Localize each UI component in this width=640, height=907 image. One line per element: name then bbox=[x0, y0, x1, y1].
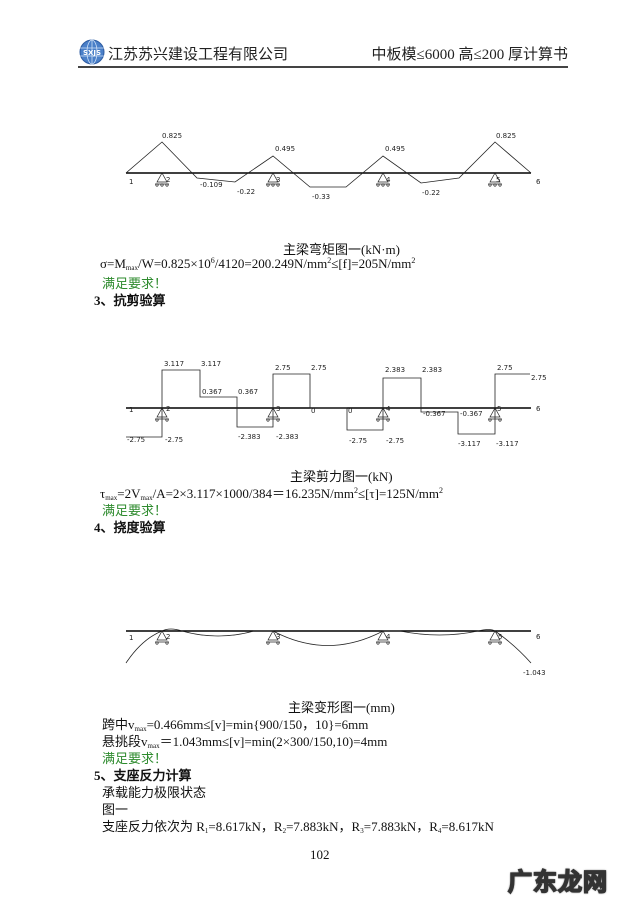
svg-text:6: 6 bbox=[536, 405, 541, 413]
section-heading-deflection: 4、挠度验算 bbox=[94, 520, 166, 535]
svg-text:1: 1 bbox=[129, 406, 133, 414]
moment-caption: 主梁弯矩图一(kN·m) bbox=[283, 242, 400, 257]
support-icon bbox=[155, 407, 502, 422]
svg-text:3.117: 3.117 bbox=[201, 360, 221, 368]
svg-text:0.367: 0.367 bbox=[202, 388, 222, 396]
figure-label: 图一 bbox=[102, 802, 129, 817]
deflection-check-result: 满足要求！ bbox=[102, 751, 168, 766]
company-logo-icon: SXJS bbox=[79, 39, 105, 65]
svg-text:-2.75: -2.75 bbox=[349, 437, 367, 445]
page-number: 102 bbox=[310, 847, 330, 862]
support-icon bbox=[155, 172, 502, 187]
svg-text:-2.75: -2.75 bbox=[127, 436, 145, 444]
svg-text:-3.117: -3.117 bbox=[458, 440, 481, 448]
reaction-values: 支座反力依次为 R1=8.617kN，R2=7.883kN，R3=7.883kN… bbox=[102, 819, 494, 835]
deflection-caption: 主梁变形图一(mm) bbox=[288, 700, 395, 715]
svg-text:-0.33: -0.33 bbox=[312, 193, 330, 201]
deflection-diagram: -1.043 1 2 3 4 5 6 bbox=[125, 628, 546, 677]
svg-text:5: 5 bbox=[497, 405, 501, 413]
svg-text:5: 5 bbox=[498, 633, 502, 641]
svg-text:-2.75: -2.75 bbox=[386, 437, 404, 445]
svg-text:3: 3 bbox=[276, 176, 280, 184]
svg-text:5: 5 bbox=[496, 176, 500, 184]
svg-text:1: 1 bbox=[129, 178, 133, 186]
svg-text:1: 1 bbox=[129, 634, 133, 642]
svg-text:2.383: 2.383 bbox=[385, 366, 405, 374]
shear-formula: τmax=2Vmax/A=2×3.117×1000/384＝16.235N/mm… bbox=[100, 486, 444, 502]
section-heading-reaction: 5、支座反力计算 bbox=[94, 768, 192, 783]
shear-diagram: -2.75 -2.75 3.117 3.117 0.367 0.367 -2.3… bbox=[126, 360, 547, 448]
shear-caption: 主梁剪力图一(kN) bbox=[290, 469, 393, 484]
shear-check-result: 满足要求！ bbox=[102, 503, 168, 518]
svg-text:0.495: 0.495 bbox=[385, 145, 405, 153]
svg-text:0: 0 bbox=[348, 407, 352, 415]
svg-text:3.117: 3.117 bbox=[164, 360, 184, 368]
svg-text:0.825: 0.825 bbox=[162, 132, 182, 140]
svg-text:4: 4 bbox=[386, 633, 391, 641]
svg-text:3: 3 bbox=[276, 405, 280, 413]
page-header: SXJS 江苏苏兴建设工程有限公司 中板模≤6000 高≤200 厚计算书 bbox=[78, 36, 568, 68]
support-icon bbox=[155, 630, 502, 645]
svg-text:6: 6 bbox=[536, 178, 541, 186]
svg-text:-2.383: -2.383 bbox=[238, 433, 261, 441]
svg-text:2: 2 bbox=[166, 176, 170, 184]
svg-text:2.75: 2.75 bbox=[311, 364, 327, 372]
watermark: 广东龙网 bbox=[507, 867, 608, 897]
limit-state-label: 承载能力极限状态 bbox=[102, 785, 207, 800]
moment-formula: σ=Mmax/W=0.825×106/4120=200.249N/mm2≤[f]… bbox=[100, 256, 416, 272]
moment-check-result: 满足要求！ bbox=[102, 276, 168, 291]
svg-text:2: 2 bbox=[166, 405, 170, 413]
svg-text:-0.22: -0.22 bbox=[422, 189, 440, 197]
document-title: 中板模≤6000 高≤200 厚计算书 bbox=[371, 47, 568, 63]
header-divider bbox=[78, 66, 568, 68]
svg-text:2.383: 2.383 bbox=[422, 366, 442, 374]
svg-text:SXJS: SXJS bbox=[83, 49, 101, 57]
svg-text:-1.043: -1.043 bbox=[523, 669, 546, 677]
svg-text:0.495: 0.495 bbox=[275, 145, 295, 153]
svg-text:4: 4 bbox=[386, 176, 391, 184]
company-name: 江苏苏兴建设工程有限公司 bbox=[108, 47, 289, 63]
svg-text:-0.22: -0.22 bbox=[237, 188, 255, 196]
svg-text:-0.367: -0.367 bbox=[460, 410, 483, 418]
svg-text:-3.117: -3.117 bbox=[496, 440, 519, 448]
deflection-cantilever-formula: 悬挑段vmax＝1.043mm≤[v]=min(2×300/150,10)=4m… bbox=[102, 734, 388, 750]
svg-text:-0.367: -0.367 bbox=[423, 410, 446, 418]
svg-text:-2.75: -2.75 bbox=[165, 436, 183, 444]
svg-text:0.367: 0.367 bbox=[238, 388, 258, 396]
svg-text:0: 0 bbox=[311, 407, 315, 415]
svg-text:2.75: 2.75 bbox=[531, 374, 547, 382]
svg-text:2.75: 2.75 bbox=[275, 364, 291, 372]
svg-text:0.825: 0.825 bbox=[496, 132, 516, 140]
svg-text:-2.383: -2.383 bbox=[276, 433, 299, 441]
svg-text:2: 2 bbox=[166, 633, 170, 641]
svg-text:-0.109: -0.109 bbox=[200, 181, 223, 189]
svg-text:3: 3 bbox=[276, 633, 280, 641]
section-heading-shear: 3、抗剪验算 bbox=[94, 293, 166, 308]
deflection-midspan-formula: 跨中vmax=0.466mm≤[v]=min{900/150，10}=6mm bbox=[102, 717, 369, 733]
svg-text:4: 4 bbox=[386, 405, 391, 413]
moment-diagram: 0.825 -0.109 -0.22 0.495 -0.33 0.495 -0.… bbox=[125, 132, 541, 201]
svg-text:2.75: 2.75 bbox=[497, 364, 513, 372]
svg-text:6: 6 bbox=[536, 633, 541, 641]
